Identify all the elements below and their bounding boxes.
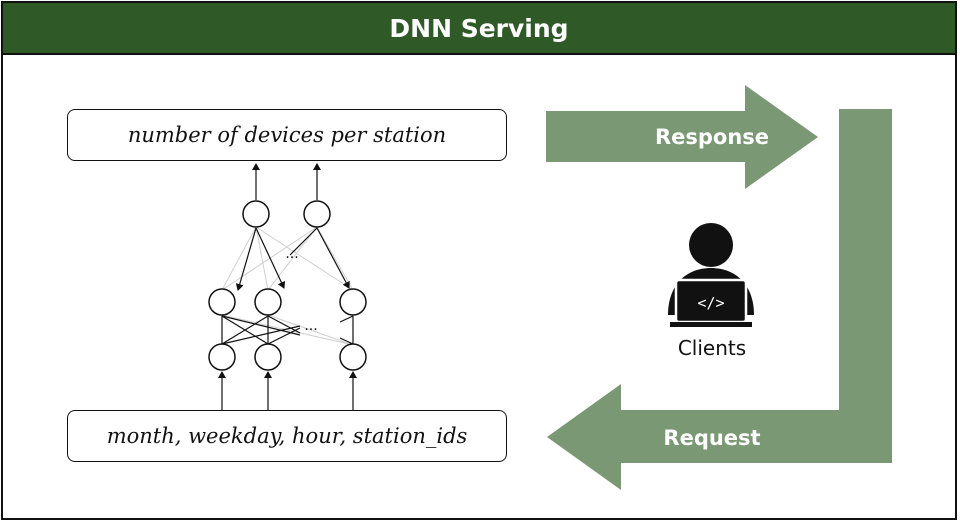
response-label: Response xyxy=(655,125,769,149)
response-arrow xyxy=(546,85,818,189)
hidden-ellipsis: ··· xyxy=(285,250,298,266)
output-label: number of devices per station xyxy=(127,123,447,147)
hidden-neuron xyxy=(339,288,367,316)
input-neuron xyxy=(254,343,282,371)
input-neuron xyxy=(208,343,236,371)
clients-label: Clients xyxy=(677,336,747,360)
nn-input-arrows xyxy=(218,371,357,410)
hidden-neuron xyxy=(208,288,236,316)
diagram-title: DNN Serving xyxy=(3,3,955,55)
request-arrow xyxy=(547,109,892,490)
nn-faint-connections xyxy=(221,226,354,346)
nn-output-arrows xyxy=(252,163,321,200)
input-box: month, weekday, hour, station_ids xyxy=(67,410,507,462)
request-label: Request xyxy=(663,426,760,450)
nn-hidden-arrows xyxy=(235,227,350,291)
lower-ellipsis: ··· xyxy=(304,322,317,338)
output-neuron xyxy=(303,200,331,228)
client-person-icon: </> xyxy=(668,223,754,327)
output-neuron xyxy=(242,200,270,228)
nn-hidden-layer xyxy=(208,288,367,316)
nn-lower-connections xyxy=(221,315,354,345)
nn-output-layer xyxy=(242,200,331,228)
input-label: month, weekday, hour, station_ids xyxy=(106,424,468,448)
input-neuron xyxy=(339,343,367,371)
code-icon: </> xyxy=(697,294,724,312)
output-box: number of devices per station xyxy=(67,109,507,161)
nn-input-layer xyxy=(208,343,367,371)
hidden-neuron xyxy=(254,288,282,316)
